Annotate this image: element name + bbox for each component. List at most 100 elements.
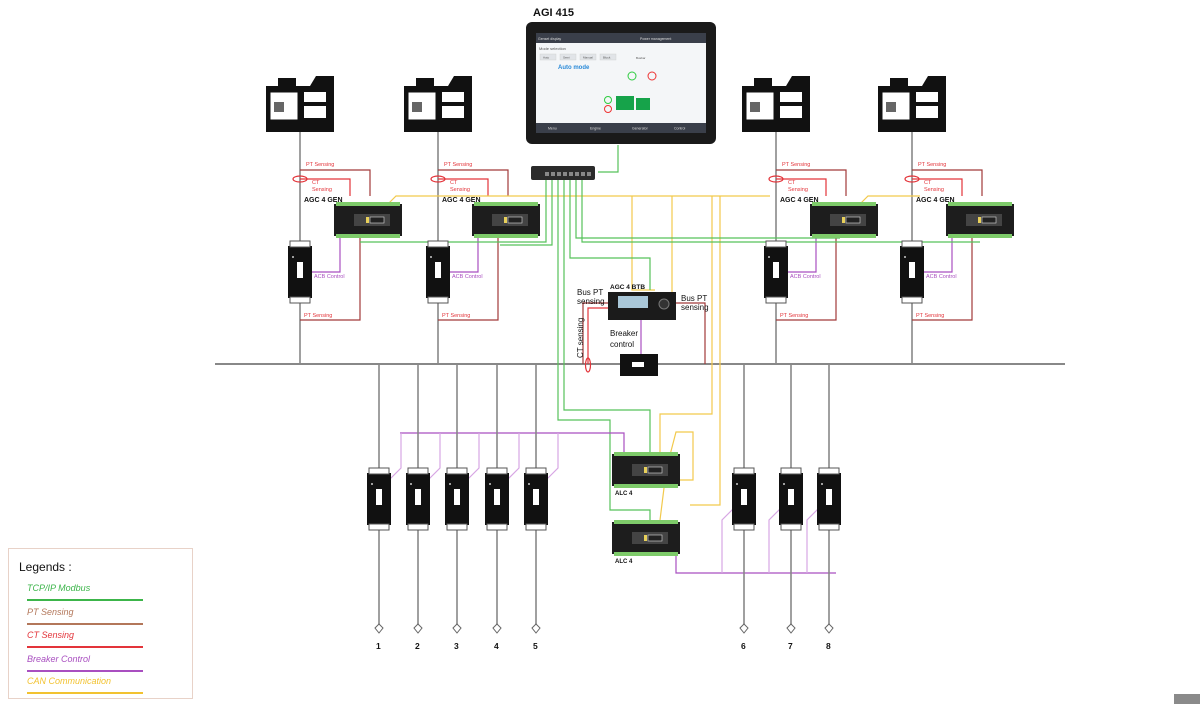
- hmi-header-left: Genset display: [538, 37, 561, 41]
- hmi-mode-button: [539, 53, 557, 61]
- switch-port: [569, 172, 573, 176]
- bus-pt-left-wire: [582, 302, 612, 364]
- ct-ring-icon: [430, 175, 446, 183]
- switch-port: [581, 172, 585, 176]
- breaker-control-tap: [464, 433, 480, 483]
- pt-sensing-bottom-wire: [300, 236, 361, 321]
- feeder-terminal-arrow-icon: [824, 623, 834, 634]
- ct-sensing-wire: [776, 178, 827, 196]
- can-wire: [631, 196, 655, 291]
- acb-control-wire: [450, 236, 479, 273]
- legend-item-tcp: TCP/IP Modbus: [27, 583, 143, 601]
- hmi-mode-button-label: Auto: [543, 56, 550, 60]
- feeder-breaker-icon: [405, 467, 431, 531]
- feeder-breaker-icon: [444, 467, 470, 531]
- breaker-control-tap: [806, 505, 822, 573]
- generator-breaker-icon: [899, 240, 925, 304]
- corner-scroll-button[interactable]: [1174, 694, 1200, 704]
- ct-ring-icon: [584, 357, 592, 373]
- acb-control-label: ACB Control: [314, 274, 345, 280]
- pt-sensing-wire: [776, 169, 847, 196]
- symbols-layer: [265, 22, 1015, 634]
- pt-sensing-label: PT Sensing: [918, 162, 946, 168]
- hmi-footer-item: Control: [674, 127, 686, 131]
- ct-label: Sensing: [312, 187, 332, 193]
- hmi-status-icon: [604, 105, 612, 113]
- btb-display: [618, 296, 648, 308]
- breaker-control-tap: [721, 505, 737, 573]
- agc-4-gen-controller: [333, 201, 403, 239]
- hmi-header-bar: [536, 33, 706, 43]
- hmi-footer-item: Generator: [632, 127, 649, 131]
- can-wire: [859, 195, 920, 205]
- switch-port: [575, 172, 579, 176]
- breaker-control-tap: [543, 433, 559, 483]
- pt-sensing-label: PT Sensing: [444, 162, 472, 168]
- legend-label: CT Sensing: [27, 630, 75, 640]
- acb-control-label: ACB Control: [926, 274, 957, 280]
- feeder-terminal-arrow-icon: [531, 623, 541, 634]
- hmi-mode-button-label: Semi: [563, 56, 570, 60]
- hmi-mode-button: [559, 53, 577, 61]
- bus-pt-left-label: Bus PT: [577, 288, 603, 297]
- legend-item-ct: CT Sensing: [27, 630, 143, 648]
- feeder-terminal-arrow-icon: [786, 623, 796, 634]
- feeder-breaker-control-bus: [675, 535, 836, 574]
- hmi-busbar-label: Busbar: [636, 56, 646, 60]
- pt-sensing-bottom-wire: [776, 236, 837, 321]
- generator-breaker-icon: [425, 240, 451, 304]
- ct-label: Sensing: [450, 187, 470, 193]
- hmi-status-icon: [604, 96, 612, 104]
- breaker-control-tap: [504, 433, 520, 483]
- pt-sensing-bottom-wire: [438, 236, 499, 321]
- legend-swatch: [27, 692, 143, 694]
- feeder-number-label: 8: [826, 641, 831, 651]
- bus-pt-right-wire: [675, 302, 706, 364]
- pt-sensing-bottom-label: PT Sensing: [304, 313, 332, 319]
- ct-label: Sensing: [788, 187, 808, 193]
- hmi-mode-button-label: Block: [603, 56, 611, 60]
- pt-sensing-bottom-wire: [912, 236, 973, 321]
- hmi-footer-item: Menu: [548, 127, 557, 131]
- acb-control-wire: [788, 236, 817, 273]
- legend-swatch: [27, 646, 143, 648]
- can-wire: [659, 196, 713, 455]
- feeder-breaker-icon: [778, 467, 804, 531]
- bus-pt-right-label: sensing: [681, 303, 709, 312]
- legend-swatch: [27, 599, 143, 601]
- generator-set-icon: [403, 75, 473, 133]
- hmi-footer-bar: [536, 123, 706, 133]
- switch-port: [551, 172, 555, 176]
- agc-4-gen-controller: [945, 201, 1015, 239]
- agc-btb-label: AGC 4 BTB: [610, 284, 645, 291]
- hmi-screen: [536, 33, 706, 133]
- feeder-breaker-icon: [366, 467, 392, 531]
- alc-4-controller: [611, 451, 681, 489]
- hmi-header-right: Power management: [640, 37, 671, 41]
- hmi-mode-button: [599, 53, 617, 61]
- tcp-wire: [575, 180, 840, 239]
- ct-label: CT: [312, 180, 320, 186]
- acb-control-label: ACB Control: [452, 274, 483, 280]
- bus-pt-right-label: Bus PT: [681, 294, 707, 303]
- hmi-engine-graphic: [616, 96, 634, 110]
- breaker-control-tap: [425, 433, 441, 483]
- feeder-number-label: 3: [454, 641, 459, 651]
- switch-port: [563, 172, 567, 176]
- pt-sensing-bottom-label: PT Sensing: [916, 313, 944, 319]
- switch-port: [587, 172, 591, 176]
- ct-sensing-wire: [438, 178, 489, 196]
- pt-sensing-label: PT Sensing: [782, 162, 810, 168]
- ct-ring-icon: [292, 175, 308, 183]
- agc-4-gen-controller: [471, 201, 541, 239]
- legend-swatch: [27, 670, 143, 672]
- hmi-footer-item: Engine: [590, 127, 601, 131]
- pt-sensing-bottom-label: PT Sensing: [442, 313, 470, 319]
- can-wire: [387, 195, 492, 205]
- ct-label: CT: [450, 180, 458, 186]
- breaker-control-tap: [768, 505, 784, 573]
- feeder-number-label: 5: [533, 641, 538, 651]
- can-wire: [690, 196, 721, 506]
- pt-sensing-wire: [438, 169, 509, 196]
- ct-ring-icon: [768, 175, 784, 183]
